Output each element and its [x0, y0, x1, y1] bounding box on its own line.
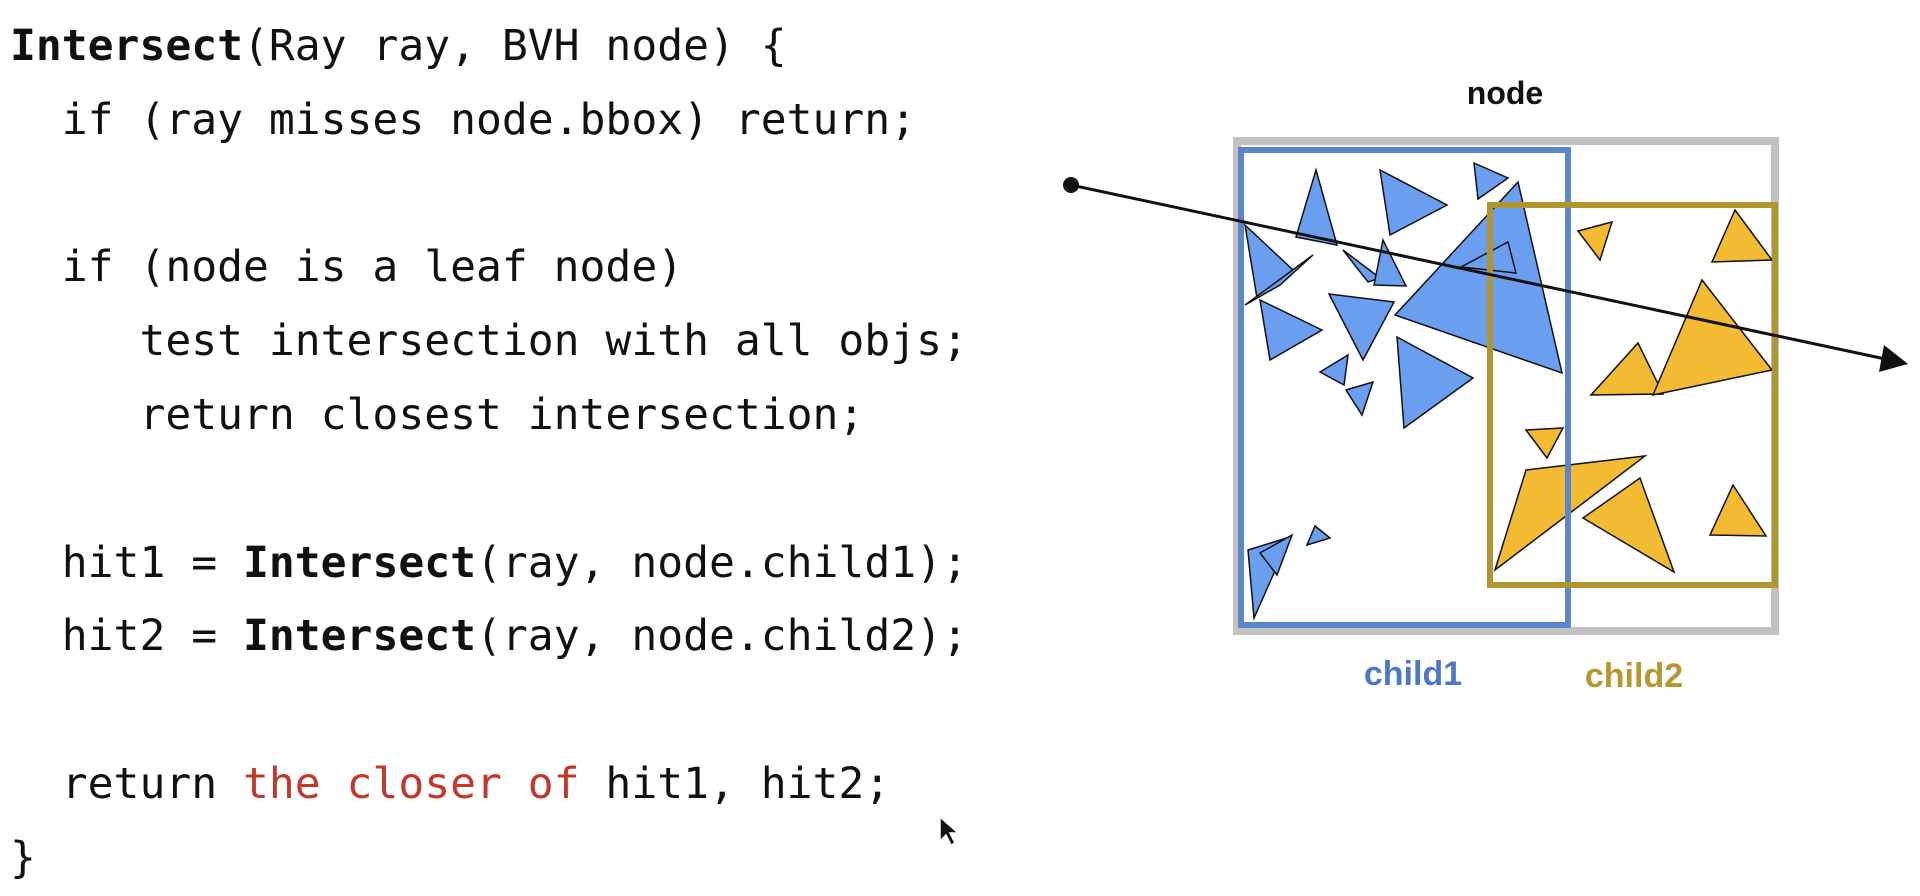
- code-line-return-closest: return closest intersection;: [10, 389, 865, 440]
- child1-label: child1: [1364, 655, 1462, 693]
- code-line-return: return the closer of hit1, hit2;: [10, 748, 968, 822]
- node-label: node: [1467, 75, 1543, 111]
- ray-line: [1070, 183, 1891, 362]
- yellow-triangle: [1589, 341, 1665, 396]
- blue-triangle: [1373, 237, 1408, 287]
- blue-triangle: [1258, 533, 1294, 577]
- blue-triangle: [1396, 335, 1475, 430]
- code-line-test-objs: test intersection with all objs;: [10, 316, 968, 367]
- yellow-triangle: [1651, 278, 1774, 397]
- return-args: hit1, hit2;: [579, 758, 891, 809]
- blue-triangle: [1379, 168, 1449, 237]
- code-line-hit2: hit2 = Intersect(ray, node.child2);: [10, 600, 968, 674]
- code-line-bbox-check: if (ray misses node.bbox) return;: [10, 94, 917, 145]
- ray-origin: [1063, 177, 1079, 193]
- blue-triangle: [1305, 524, 1332, 547]
- blue-triangle: [1344, 380, 1375, 417]
- hit2-function-call: Intersect: [243, 611, 476, 662]
- yellow-triangle: [1710, 208, 1774, 263]
- hit1-args: (ray, node.child1);: [476, 537, 968, 588]
- blue-triangle: [1295, 167, 1339, 246]
- hit2-assign: hit2 =: [10, 611, 243, 662]
- code-line-hit1: hit1 = Intersect(ray, node.child1);: [10, 527, 968, 601]
- hit1-function-call: Intersect: [243, 537, 476, 588]
- blue-triangle: [1473, 161, 1510, 201]
- code-line-close-brace: }: [10, 832, 36, 883]
- blue-triangle: [1393, 180, 1564, 375]
- blue-triangle: [1327, 293, 1396, 362]
- code-line-signature: Intersect(Ray ray, BVH node) {: [10, 10, 968, 84]
- hit1-assign: hit1 =: [10, 537, 243, 588]
- yellow-triangle: [1576, 220, 1614, 262]
- blue-triangle: [1259, 298, 1324, 362]
- yellow-triangle: [1581, 476, 1676, 574]
- mouse-cursor-icon: [939, 815, 960, 847]
- yellow-triangle: [1708, 483, 1768, 537]
- code-block: Intersect(Ray ray, BVH node) { if (ray m…: [10, 10, 968, 896]
- child1-bounding-box: [1238, 147, 1571, 628]
- signature-params: (Ray ray, BVH node) {: [243, 21, 787, 71]
- return-keyword: return: [10, 758, 243, 809]
- yellow-triangle: [1524, 427, 1565, 460]
- return-highlight: the closer of: [243, 758, 580, 809]
- child2-bounding-box: [1487, 202, 1778, 588]
- child1-triangles: [1243, 161, 1564, 621]
- blue-triangle: [1244, 254, 1314, 306]
- ray-arrowhead: [1879, 345, 1908, 372]
- child2-label: child2: [1585, 657, 1683, 695]
- hit2-args: (ray, node.child2);: [476, 611, 968, 662]
- function-name: Intersect: [10, 21, 243, 71]
- code-line-leaf-check: if (node is a leaf node): [10, 242, 684, 293]
- blue-triangle: [1318, 353, 1349, 387]
- blue-triangle: [1342, 249, 1382, 283]
